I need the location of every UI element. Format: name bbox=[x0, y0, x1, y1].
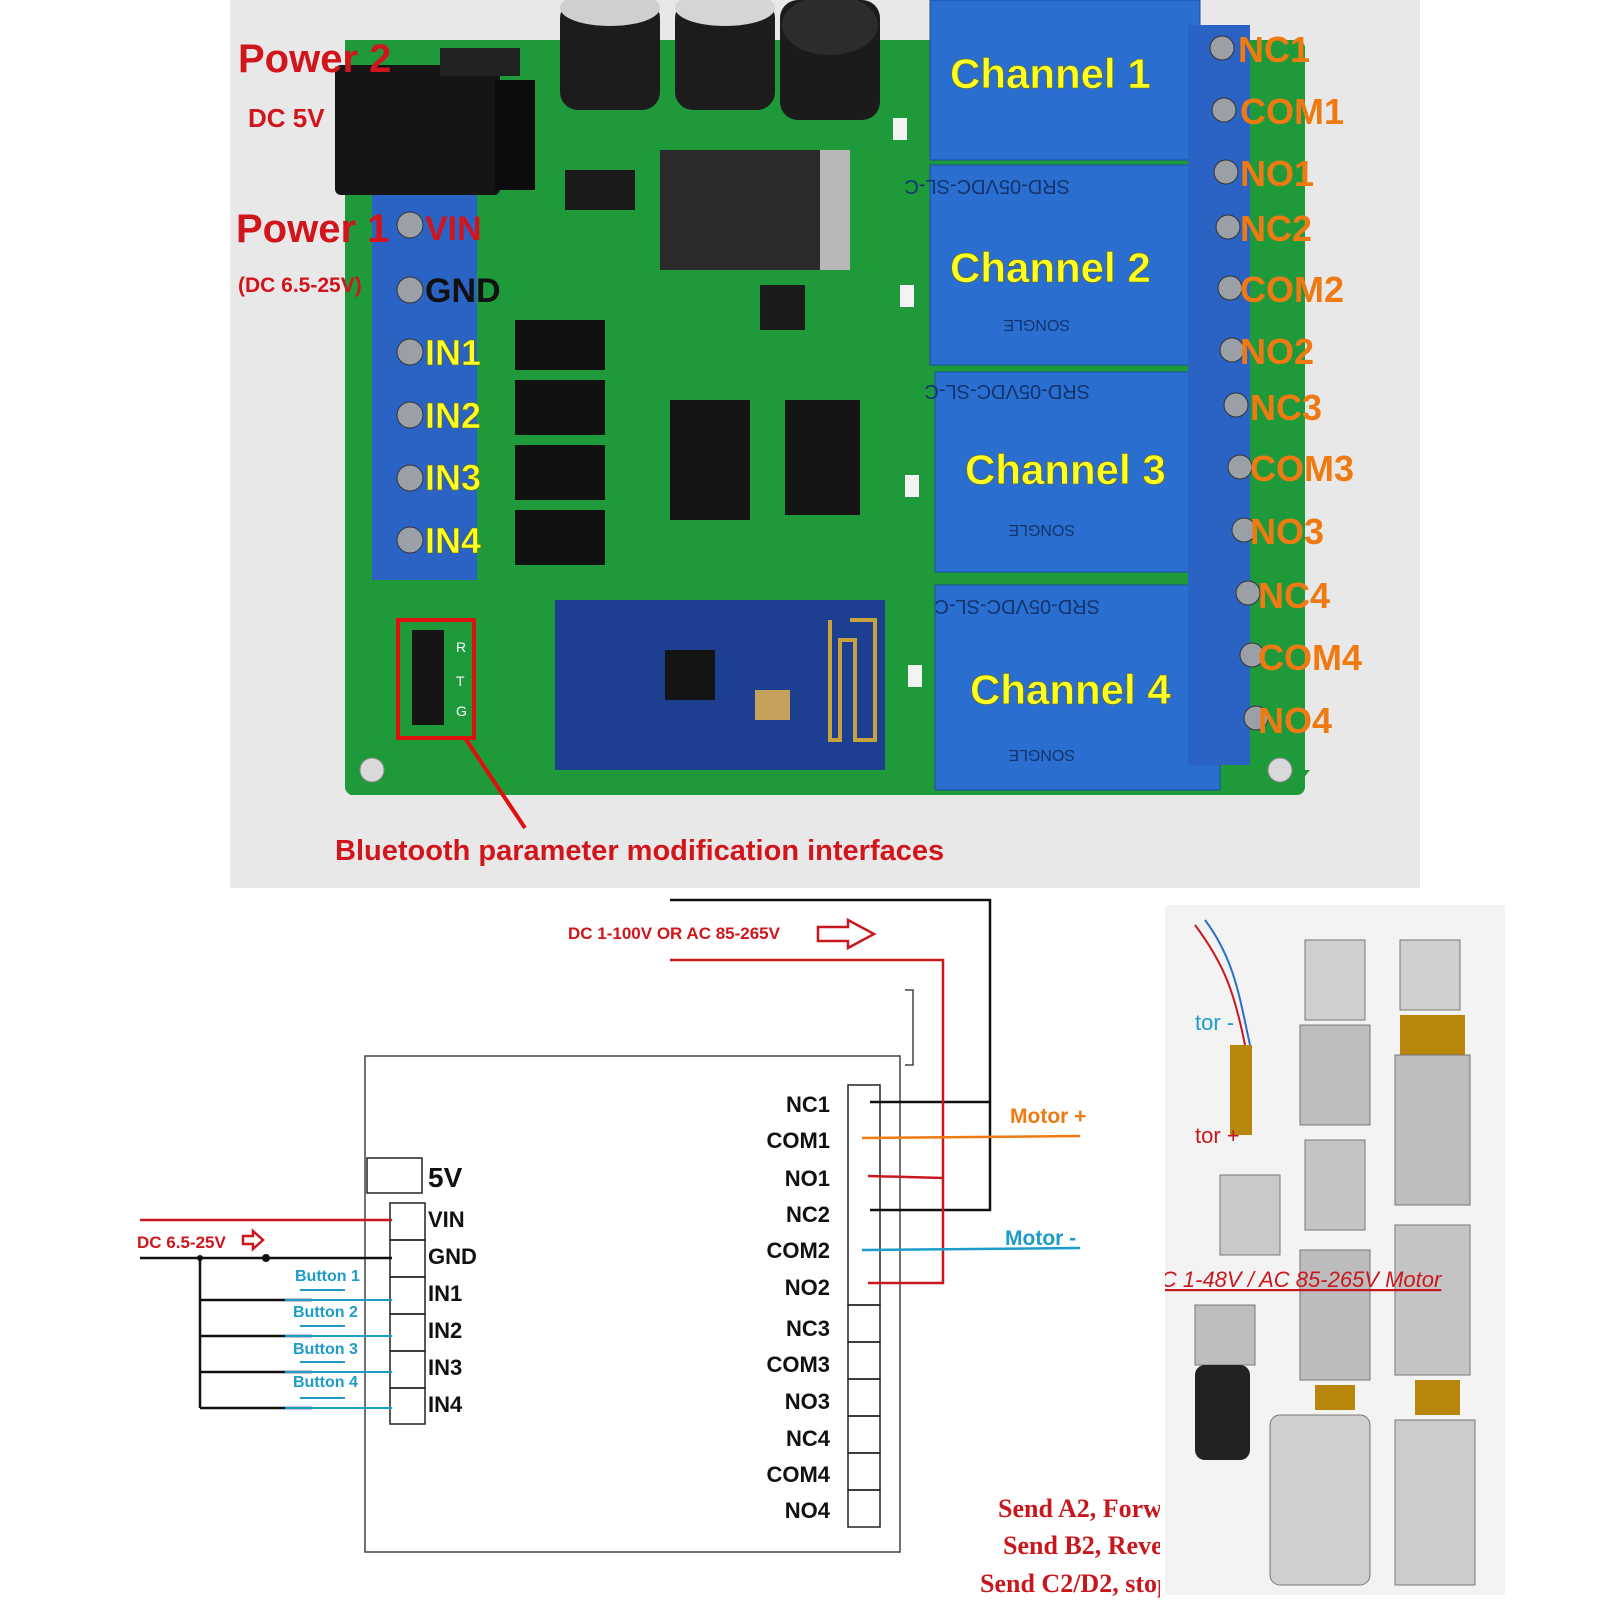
caption-pointer-line bbox=[463, 736, 527, 830]
button-1-label: Button 1 bbox=[295, 1268, 360, 1285]
pin-com4: COM4 bbox=[766, 1462, 830, 1487]
button-2-label: Button 2 bbox=[293, 1304, 358, 1321]
header-pins: R T G bbox=[396, 618, 527, 830]
pin-no1: NO1 bbox=[785, 1166, 830, 1191]
pin-in2: IN2 bbox=[428, 1318, 462, 1343]
terminal-label-gnd: GND bbox=[425, 272, 501, 310]
svg-text:SONGLE: SONGLE bbox=[1008, 746, 1075, 763]
pin-nc3: NC3 bbox=[786, 1316, 830, 1341]
svg-text:G: G bbox=[456, 703, 467, 719]
svg-text:SRD-05VDC-SL-C: SRD-05VDC-SL-C bbox=[904, 175, 1070, 197]
command-forward: Send A2, Forward bbox=[998, 1494, 1160, 1523]
5v-jumper-box bbox=[366, 1157, 423, 1194]
command-reverse: Send B2, Reverse bbox=[1003, 1531, 1160, 1560]
channel-4-label: Channel 4 bbox=[970, 666, 1171, 713]
right-terminal-column bbox=[847, 1084, 881, 1528]
relay-terminal-nc2: NC2 bbox=[1240, 208, 1312, 249]
button-4-label: Button 4 bbox=[293, 1374, 358, 1391]
svg-text:SRD-05VDC-SL-C: SRD-05VDC-SL-C bbox=[924, 380, 1090, 402]
header-highlight-box bbox=[396, 618, 476, 740]
left-terminal-column bbox=[389, 1202, 426, 1425]
command-stop: Send C2/D2, stop bbox=[980, 1569, 1160, 1598]
pin-nc4: NC4 bbox=[786, 1426, 831, 1451]
button-wires bbox=[200, 1289, 392, 1410]
pin-no2: NO2 bbox=[785, 1275, 830, 1300]
capacitors bbox=[560, 0, 880, 120]
relay-supply-label: DC 1-100V OR AC 85-265V bbox=[568, 924, 781, 943]
ic-chips bbox=[670, 285, 860, 520]
power2-title: Power 2 bbox=[238, 37, 391, 81]
bluetooth-module bbox=[555, 600, 885, 770]
pin-com1: COM1 bbox=[766, 1128, 830, 1153]
relay-board-illustration: R T G SRD-05VDC-SL-C SRD-05VDC-SL-C SRD-… bbox=[236, 0, 1362, 867]
motor-minus-partial-label: tor - bbox=[1195, 1010, 1234, 1035]
relay-terminal-nc3: NC3 bbox=[1250, 387, 1322, 428]
pin-gnd: GND bbox=[428, 1244, 477, 1269]
motor-plus-partial-label: tor + bbox=[1195, 1123, 1240, 1148]
relay-terminal-nc4: NC4 bbox=[1258, 575, 1330, 616]
voltage-regulator bbox=[565, 150, 850, 270]
power1-spec: (DC 6.5-25V) bbox=[238, 274, 362, 297]
button-3-label: Button 3 bbox=[293, 1341, 358, 1358]
power-in-arrow bbox=[241, 1228, 265, 1252]
relay-terminal-com3: COM3 bbox=[1250, 448, 1354, 489]
pin-nc2: NC2 bbox=[786, 1202, 830, 1227]
relay-supply-arrow bbox=[816, 917, 877, 951]
relays: SRD-05VDC-SL-C SRD-05VDC-SL-C SRD-05VDC-… bbox=[904, 0, 1221, 791]
motor-plus-label: Motor + bbox=[1010, 1105, 1086, 1128]
pin-no4: NO4 bbox=[785, 1498, 831, 1523]
channel-3-label: Channel 3 bbox=[965, 446, 1166, 493]
mount-hole bbox=[1267, 757, 1293, 783]
module-outline bbox=[364, 1055, 901, 1553]
wiring-schematic: 5V VIN GND IN1 IN2 IN3 IN4 DC 6.5-25V bbox=[137, 898, 1160, 1598]
pin-in3: IN3 bbox=[428, 1355, 462, 1380]
relay-supply-wires bbox=[670, 898, 1081, 1285]
dc-jack bbox=[335, 48, 535, 195]
pin-in4: IN4 bbox=[428, 1392, 463, 1417]
motor-column-right bbox=[1394, 939, 1476, 1586]
power1-title: Power 1 bbox=[236, 207, 389, 251]
power-in-label: DC 6.5-25V bbox=[137, 1233, 226, 1252]
svg-text:R: R bbox=[456, 639, 466, 655]
motor-small bbox=[1194, 1045, 1281, 1460]
motor-column-middle bbox=[1269, 939, 1371, 1586]
pin-no3: NO3 bbox=[785, 1389, 830, 1414]
terminal-label-in1: IN1 bbox=[425, 332, 481, 373]
terminal-label-vin: VIN bbox=[425, 210, 482, 248]
mount-hole bbox=[359, 757, 385, 783]
input-terminal-block bbox=[372, 195, 477, 580]
terminal-label-in3: IN3 bbox=[425, 457, 481, 498]
relay-terminal-no4: NO4 bbox=[1258, 700, 1332, 741]
relay-terminal-no3: NO3 bbox=[1250, 511, 1324, 552]
motor-caption: DC 1-48V / AC 85-265V Motor bbox=[1165, 1267, 1443, 1292]
relay-terminal-com4: COM4 bbox=[1258, 637, 1362, 678]
power2-spec: DC 5V bbox=[248, 103, 325, 133]
bluetooth-caption: Bluetooth parameter modification interfa… bbox=[335, 835, 944, 867]
pin-com3: COM3 bbox=[766, 1352, 830, 1377]
relay-terminal-no1: NO1 bbox=[1240, 153, 1314, 194]
svg-text:SONGLE: SONGLE bbox=[1008, 521, 1075, 538]
pin-vin: VIN bbox=[428, 1207, 465, 1232]
motor-minus-label: Motor - bbox=[1005, 1227, 1076, 1250]
status-leds bbox=[893, 118, 922, 687]
svg-text:SONGLE: SONGLE bbox=[1003, 316, 1070, 333]
pin-in1: IN1 bbox=[428, 1281, 462, 1306]
relay-terminal-com2: COM2 bbox=[1240, 269, 1344, 310]
pin-nc1: NC1 bbox=[786, 1092, 830, 1117]
relay-terminal-com1: COM1 bbox=[1240, 91, 1344, 132]
terminal-label-in4: IN4 bbox=[425, 520, 481, 561]
terminal-label-in2: IN2 bbox=[425, 395, 481, 436]
5v-label: 5V bbox=[428, 1162, 463, 1193]
relay-terminal-nc1: NC1 bbox=[1238, 29, 1310, 70]
relay-terminal-no2: NO2 bbox=[1240, 331, 1314, 372]
relay-terminal-block bbox=[1188, 25, 1269, 765]
svg-text:SRD-05VDC-SL-C: SRD-05VDC-SL-C bbox=[934, 595, 1100, 617]
pin-com2: COM2 bbox=[766, 1238, 830, 1263]
channel-1-label: Channel 1 bbox=[950, 50, 1151, 97]
motor-photo: tor - tor + DC 1-48V / AC 85-265V Motor bbox=[1165, 905, 1505, 1595]
channel-2-label: Channel 2 bbox=[950, 244, 1151, 291]
optocouplers bbox=[515, 320, 605, 565]
svg-text:T: T bbox=[456, 673, 465, 689]
